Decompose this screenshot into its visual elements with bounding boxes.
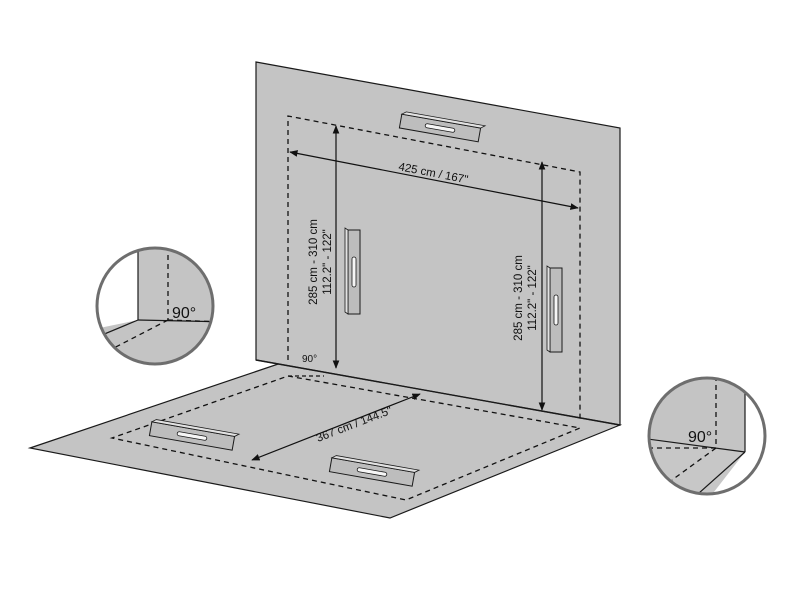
spirit-level-icon (344, 227, 361, 315)
wall-dashed-outline (287, 115, 581, 422)
floor-dashed-outline (109, 375, 583, 501)
wall-floor-seam (255, 359, 621, 426)
spirit-level-icon (546, 265, 563, 353)
corner-angle-label: 90° (302, 354, 317, 365)
spirit-level-icon (328, 455, 421, 487)
height-right-label-in: 112.2" - 122" (527, 265, 539, 331)
angle-inset-left-label: 90° (172, 305, 196, 322)
depth-dimension-line (251, 393, 421, 461)
spirit-level-icon (398, 111, 487, 143)
angle-inset-right: 90° (647, 376, 767, 496)
height-right-label-cm: 285 cm - 310 cm (513, 255, 525, 341)
spirit-level-icon (148, 419, 241, 451)
height-left-label-cm: 285 cm - 310 cm (308, 219, 320, 305)
angle-inset-left: 90° (95, 246, 215, 366)
angle-inset-right-label: 90° (688, 429, 712, 446)
height-left-label-in: 112.2" - 122" (322, 229, 334, 295)
